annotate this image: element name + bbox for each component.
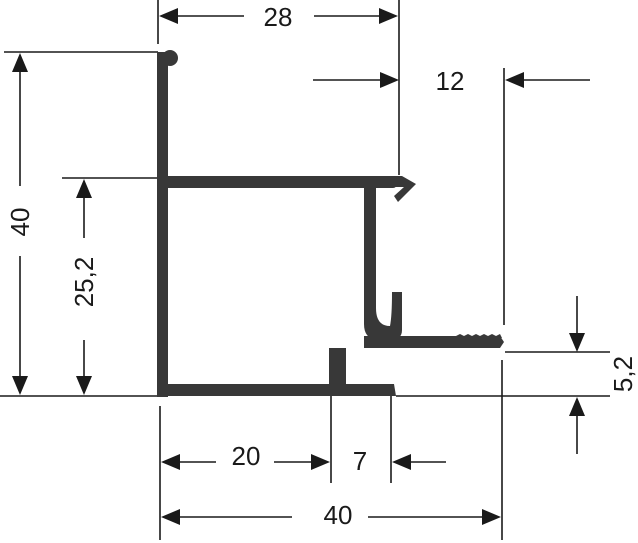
profile-bottom-flange [157,384,339,396]
profile-cavity-fill [329,186,376,384]
dimension-total-height-label: 40 [5,208,35,237]
profile-lip-teeth [456,334,502,338]
extension-lines [0,0,610,540]
dimension-base-right: 7 [353,446,446,476]
dimension-lip-width: 12 [313,66,590,96]
dimension-inner-height-label: 25,2 [69,257,99,308]
dimension-inner-height: 25,2 [69,179,99,395]
dimension-total-height: 40 [5,53,35,395]
profile-top-flange-bar [157,176,397,188]
dimension-step-height-label: 5,2 [608,356,638,392]
dimension-top-width-label: 28 [264,2,293,32]
dimension-total-width-label: 40 [324,500,353,530]
dimension-base-left-label: 20 [232,441,261,471]
profile-lip [390,336,504,348]
dimension-base-left: 20 [161,441,330,471]
dimension-step-height: 5,2 [569,296,638,454]
profile-back-wall [157,52,168,397]
dimension-lip-width-label: 12 [436,66,465,96]
profile-inner-cavity [168,188,392,384]
dimension-total-width: 40 [161,500,501,530]
dimension-top-width: 28 [159,2,398,32]
dimension-base-right-label: 7 [353,446,367,476]
